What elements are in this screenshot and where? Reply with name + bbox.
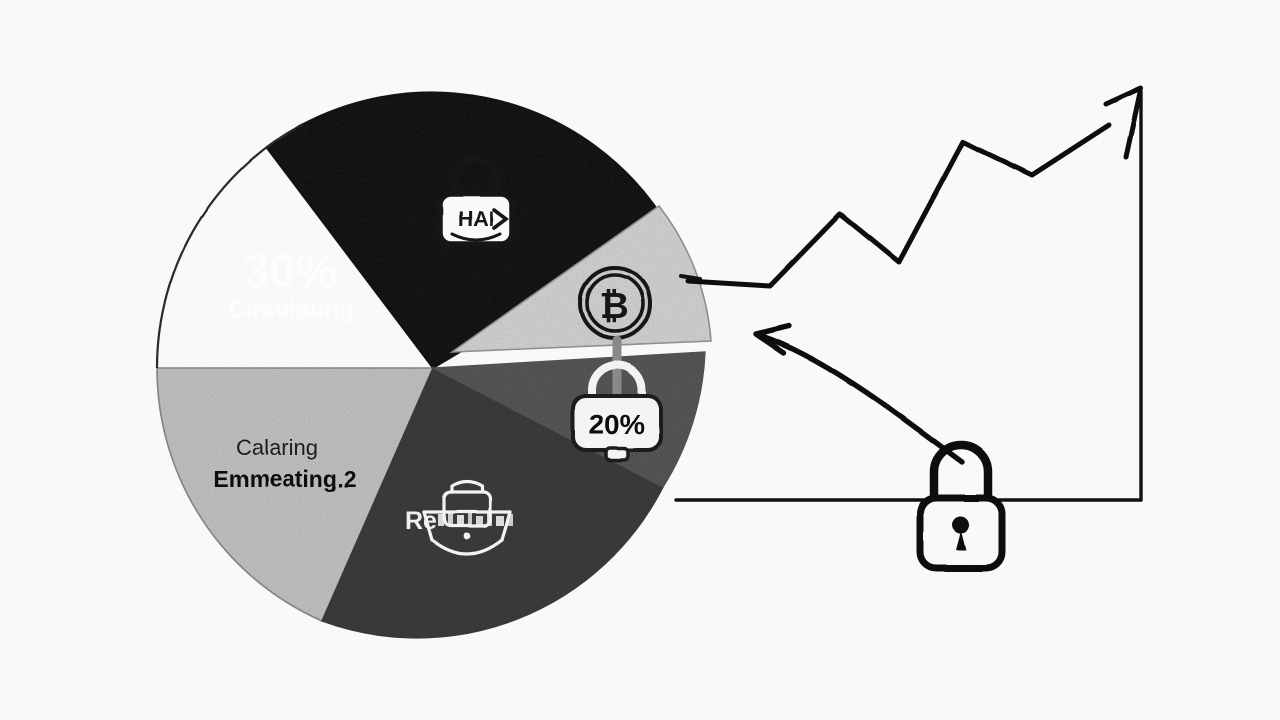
trend-line xyxy=(685,85,1144,289)
curved-arrow-icon xyxy=(753,323,965,465)
gray-slice-label-line2: Emmeating.2 xyxy=(213,466,356,492)
pie-chart xyxy=(156,91,712,639)
circulating-percent: 30% xyxy=(243,244,337,297)
chart-axes xyxy=(674,90,1143,502)
trend-polyline xyxy=(685,122,1112,289)
trend-arrow-head xyxy=(1103,85,1144,160)
coin-symbol: ₿ xyxy=(599,285,628,326)
circulating-label: Circulating xyxy=(228,296,353,323)
locked-percent-text: 20% xyxy=(589,409,645,440)
hai-lock-text: HAI xyxy=(458,208,494,231)
gray-slice-label-line1: Calaring xyxy=(236,435,318,460)
